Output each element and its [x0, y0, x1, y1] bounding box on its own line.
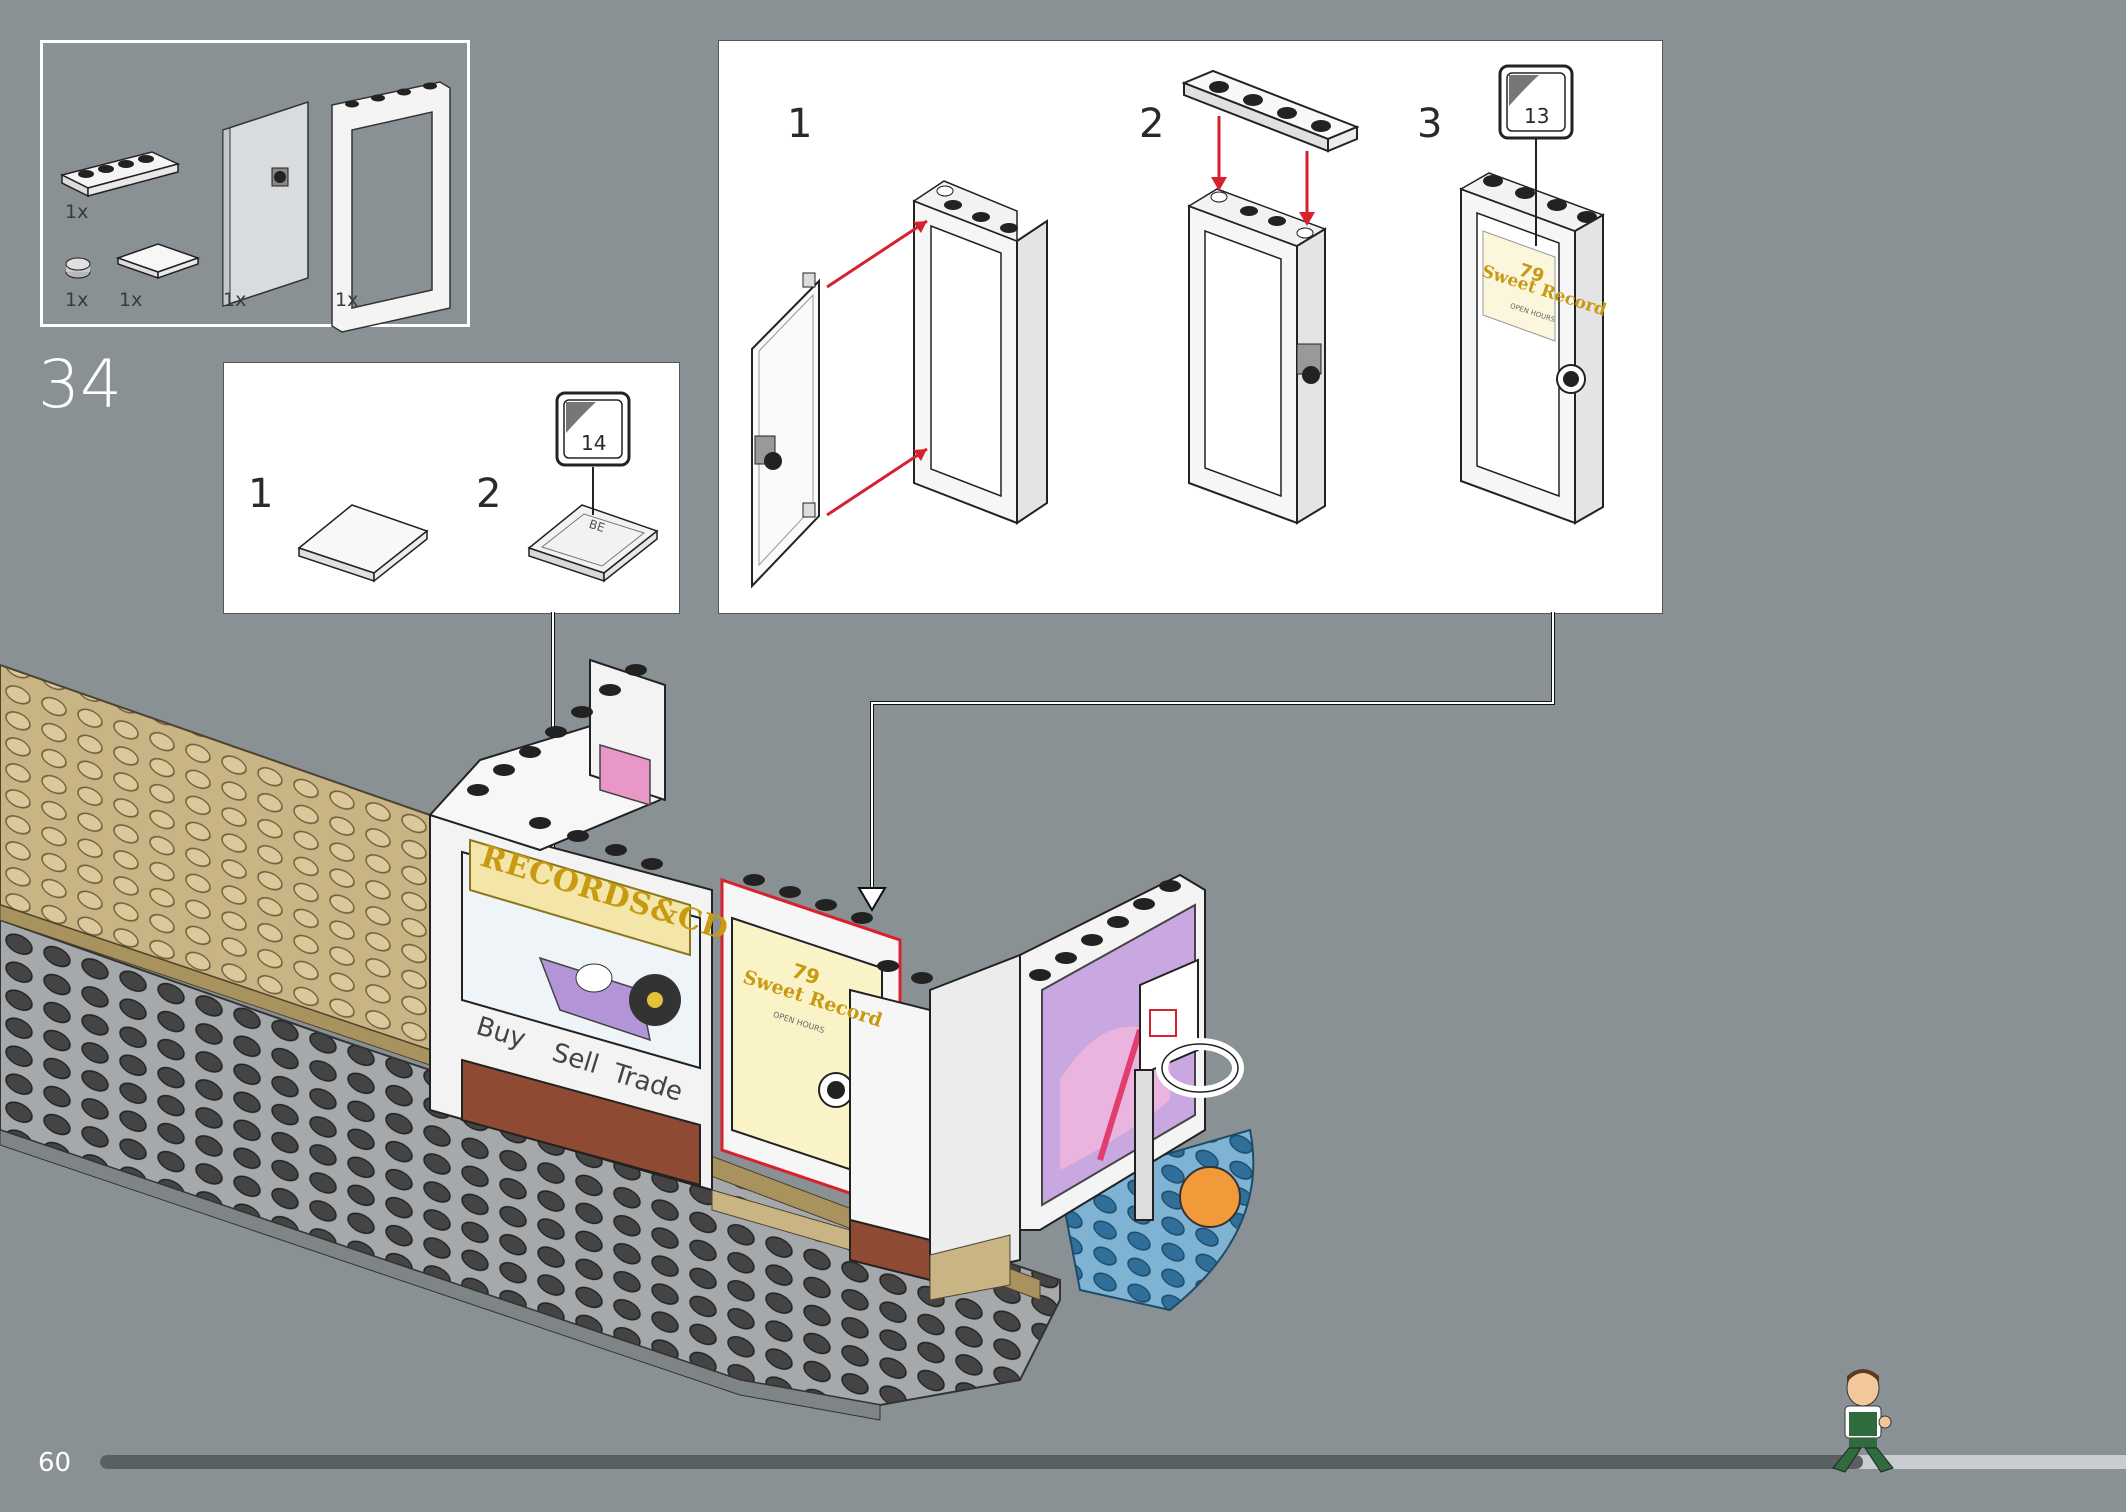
substep-door-sticker-number: 13 [1524, 104, 1550, 128]
progress-bar-fill [100, 1455, 1863, 1469]
qty-plate: 1x [65, 201, 89, 223]
substep-tile-panel: 1 2 BE 14 [223, 362, 680, 614]
substep-door-step-3: 3 [1417, 101, 1443, 147]
page-number: 60 [38, 1448, 72, 1478]
door-assembly-step-2 [1181, 69, 1360, 525]
substep-tile-sticker-number: 14 [581, 431, 607, 455]
part-door [222, 100, 309, 308]
substep-tile-step-2: 2 [476, 471, 502, 517]
progress-bar [100, 1455, 2126, 1469]
part-door-frame [331, 81, 451, 333]
door-assembly-step-3 [1459, 64, 1605, 525]
substep-tile-step-1: 1 [248, 471, 274, 517]
parts-list-illustration [59, 81, 451, 333]
part-plate-1x4 [59, 151, 181, 198]
step-number: 34 [38, 346, 122, 423]
part-tile-2x2 [115, 243, 201, 280]
parts-list-box: 1x 1x 1x 1x 1x [40, 40, 470, 333]
substep-door-panel: 1 2 3 [718, 40, 1663, 614]
qty-round-plate: 1x [65, 289, 89, 311]
substep-tile-illustration [297, 391, 659, 583]
substep-door-step-2: 2 [1139, 101, 1165, 147]
substep-door-step-1: 1 [787, 101, 813, 147]
qty-frame: 1x [335, 289, 359, 311]
part-round-plate [65, 257, 91, 279]
qty-tile: 1x [119, 289, 143, 311]
progress-minifigure-icon [1832, 1369, 1894, 1473]
door-frame-part-1 [912, 180, 1048, 525]
qty-door: 1x [223, 289, 247, 311]
records-sign-bg [469, 838, 691, 957]
substep-door-illustration [751, 64, 1605, 589]
open-door-part [751, 272, 820, 589]
